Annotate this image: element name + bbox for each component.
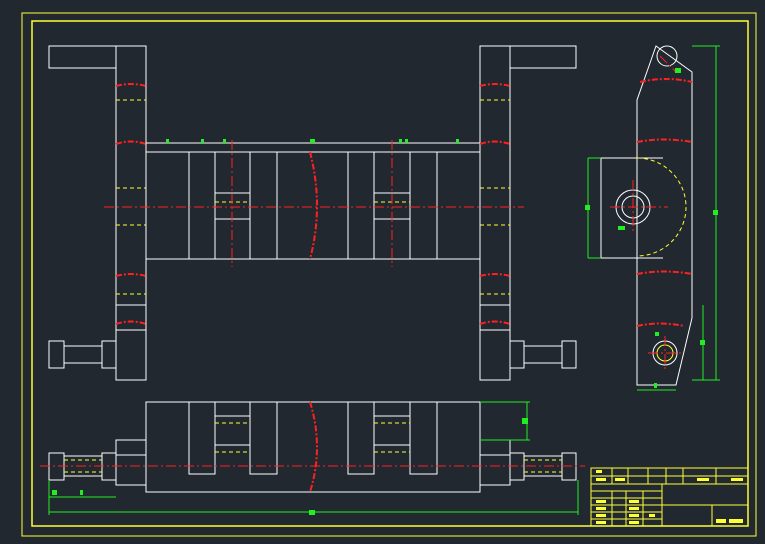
side-centerlines bbox=[610, 55, 684, 370]
bottom-view bbox=[40, 401, 585, 515]
right-clamp-arm bbox=[479, 45, 577, 381]
central-body bbox=[145, 142, 481, 260]
side-body bbox=[600, 45, 693, 386]
front-centerlines bbox=[104, 140, 524, 267]
title-block bbox=[590, 467, 749, 527]
side-dimensions bbox=[585, 45, 720, 391]
front-view bbox=[48, 45, 577, 381]
bottom-body bbox=[48, 401, 577, 493]
side-break-arcs bbox=[636, 78, 693, 327]
bottom-dimensions bbox=[48, 401, 579, 515]
left-clamp-arm bbox=[48, 45, 147, 381]
drawing-frame bbox=[21, 12, 757, 537]
side-view bbox=[585, 45, 720, 391]
front-dimension-markers bbox=[166, 139, 459, 143]
break-arcs bbox=[115, 83, 511, 325]
